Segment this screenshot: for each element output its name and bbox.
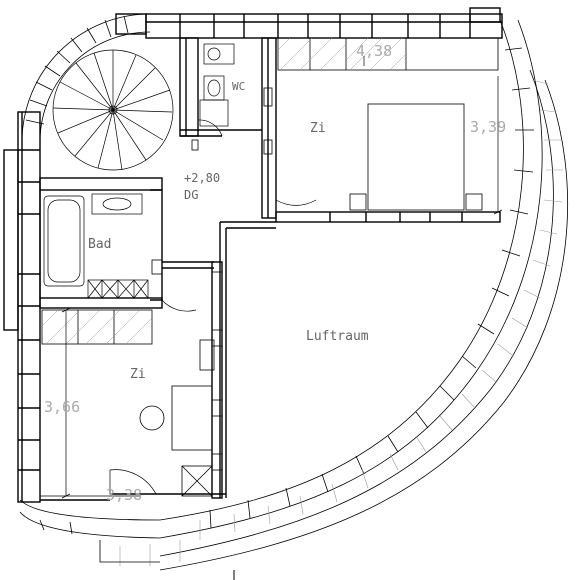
bathtub: [43, 195, 85, 287]
washbasin: [91, 193, 143, 215]
airspace-label: Luftraum: [306, 329, 369, 344]
bath-label: Bad: [88, 237, 111, 252]
wardrobe-left: [41, 309, 153, 345]
dimension-bottom: 3,38: [106, 486, 142, 504]
level-mark-label: +2,80: [184, 171, 220, 185]
door-swings: [109, 119, 317, 495]
wardrobe-left-hatch: [41, 309, 153, 345]
spiral-staircase: [52, 49, 174, 171]
floor-label: DG: [184, 188, 198, 202]
bedroom-label: Zi: [310, 121, 326, 136]
double-bed: [367, 103, 465, 211]
wardrobe-hatch: [277, 37, 407, 71]
wc-label: WC: [232, 80, 245, 93]
curved-balcony-bottom-left: [19, 499, 161, 563]
dimension-right: 3,39: [470, 118, 506, 136]
dimension-top: 4,38: [356, 42, 392, 60]
dimension-left-vertical: 3,66: [44, 398, 80, 416]
wc-fixtures: [199, 43, 235, 127]
dimension-lines: [40, 56, 503, 499]
outer-balcony-treads: [119, 79, 563, 566]
interior-walls: [39, 37, 501, 499]
left-room-label: Zi: [130, 367, 146, 382]
desk: [171, 385, 213, 451]
curved-balcony-right: [159, 19, 569, 571]
window-marks: [151, 87, 273, 471]
bath-fixtures: [43, 193, 149, 299]
outer-walls: [3, 7, 503, 503]
left-room-furniture: [41, 309, 215, 497]
